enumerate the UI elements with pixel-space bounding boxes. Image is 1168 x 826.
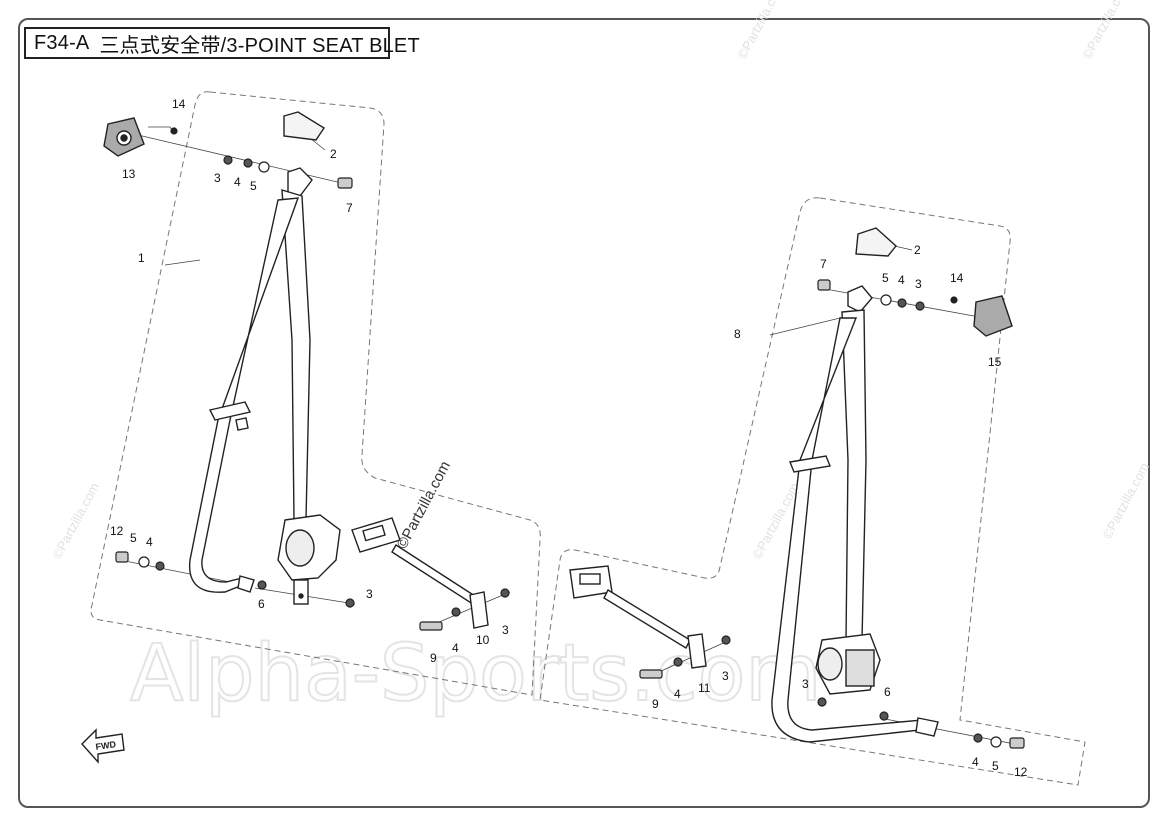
- left-upper-anchor: [287, 167, 313, 197]
- watermark-partzilla-3: ©Partzilla.com: [1099, 460, 1152, 541]
- part-label: 6: [884, 685, 891, 699]
- diagram-code: F34-A: [34, 31, 90, 54]
- left-assembly-boundary: [90, 91, 541, 696]
- watermark-layer: Alpha-Sports.com ©Partzilla.com ©Partzil…: [49, 0, 1152, 720]
- part-label: 9: [430, 651, 437, 665]
- right-assembly-boundary: [539, 197, 1086, 786]
- part-label: 13: [122, 167, 136, 181]
- right-cover-2: [855, 227, 897, 257]
- part-label: 2: [330, 147, 337, 161]
- part-label: 5: [882, 271, 889, 285]
- part-label: 5: [992, 759, 999, 773]
- covers: [81, 111, 1013, 764]
- part-label: 12: [1014, 765, 1028, 779]
- right-guide-loop: [789, 455, 831, 473]
- fasteners: [115, 127, 1025, 749]
- part-label: 3: [366, 587, 373, 601]
- part-label: 4: [898, 273, 905, 287]
- part-label: 3: [722, 669, 729, 683]
- part-labels: 14 13 2 3 4 5 7 1 12 5 4 6 3 9 4 10 3 2 …: [110, 97, 1028, 779]
- watermark-partzilla-center: ©Partzilla.com: [394, 458, 455, 552]
- left-shoulder-webbing: [188, 197, 300, 593]
- right-shoulder-webbing: [771, 317, 923, 743]
- watermark-partzilla-5: ©Partzilla.com: [734, 0, 787, 61]
- part-label: 10: [476, 633, 490, 647]
- left-seat-belt: [188, 167, 489, 629]
- watermark-alpha-sports: Alpha-Sports.com: [130, 629, 821, 719]
- part-label: 3: [214, 171, 221, 185]
- part-label: 6: [258, 597, 265, 611]
- left-retractor-webbing: [281, 189, 311, 521]
- watermark-partzilla-4: ©Partzilla.com: [1079, 0, 1132, 61]
- watermark-partzilla-1: ©Partzilla.com: [49, 480, 102, 561]
- left-guide-loop: [208, 401, 252, 421]
- part-label: 3: [502, 623, 509, 637]
- part-label: 7: [820, 257, 827, 271]
- right-upper-anchor: [847, 285, 873, 313]
- right-trim-15: [973, 295, 1013, 337]
- part-label: 14: [172, 97, 186, 111]
- part-label: 4: [234, 175, 241, 189]
- part-label: 3: [802, 677, 809, 691]
- part-label: 5: [250, 179, 257, 193]
- part-label: 7: [346, 201, 353, 215]
- part-label: 8: [734, 327, 741, 341]
- part-label: 11: [698, 681, 711, 695]
- right-buckle-cable: [603, 589, 691, 649]
- part-label: 2: [914, 243, 921, 257]
- left-cover-2: [283, 111, 325, 141]
- part-label: 4: [146, 535, 153, 549]
- right-buckle-bracket: [687, 633, 707, 669]
- fwd-label: FWD: [95, 739, 117, 752]
- left-lower-end: [237, 575, 255, 593]
- right-retractor-webbing: [841, 309, 867, 641]
- diagram-title-text: 三点式安全带/3-POINT SEAT BLET: [99, 34, 420, 57]
- left-buckle-bracket: [469, 591, 489, 629]
- right-lower-end: [915, 717, 939, 737]
- part-label: 12: [110, 524, 124, 538]
- part-label: 1: [138, 251, 145, 265]
- part-label: 9: [652, 697, 659, 711]
- part-label: 4: [452, 641, 459, 655]
- left-buckle-cable: [391, 544, 484, 612]
- part-label: 15: [988, 355, 1002, 369]
- part-label: 14: [950, 271, 964, 285]
- part-label: 4: [674, 687, 681, 701]
- part-label: 4: [972, 755, 979, 769]
- left-retractor-bracket: [293, 579, 309, 605]
- diagram-title: F34-A 三点式安全带/3-POINT SEAT BLET: [24, 27, 420, 59]
- part-label: 5: [130, 531, 137, 545]
- part-label: 3: [915, 277, 922, 291]
- right-seat-belt: [569, 285, 939, 743]
- fwd-arrow: [81, 728, 125, 764]
- diagram-frame: [18, 18, 1150, 808]
